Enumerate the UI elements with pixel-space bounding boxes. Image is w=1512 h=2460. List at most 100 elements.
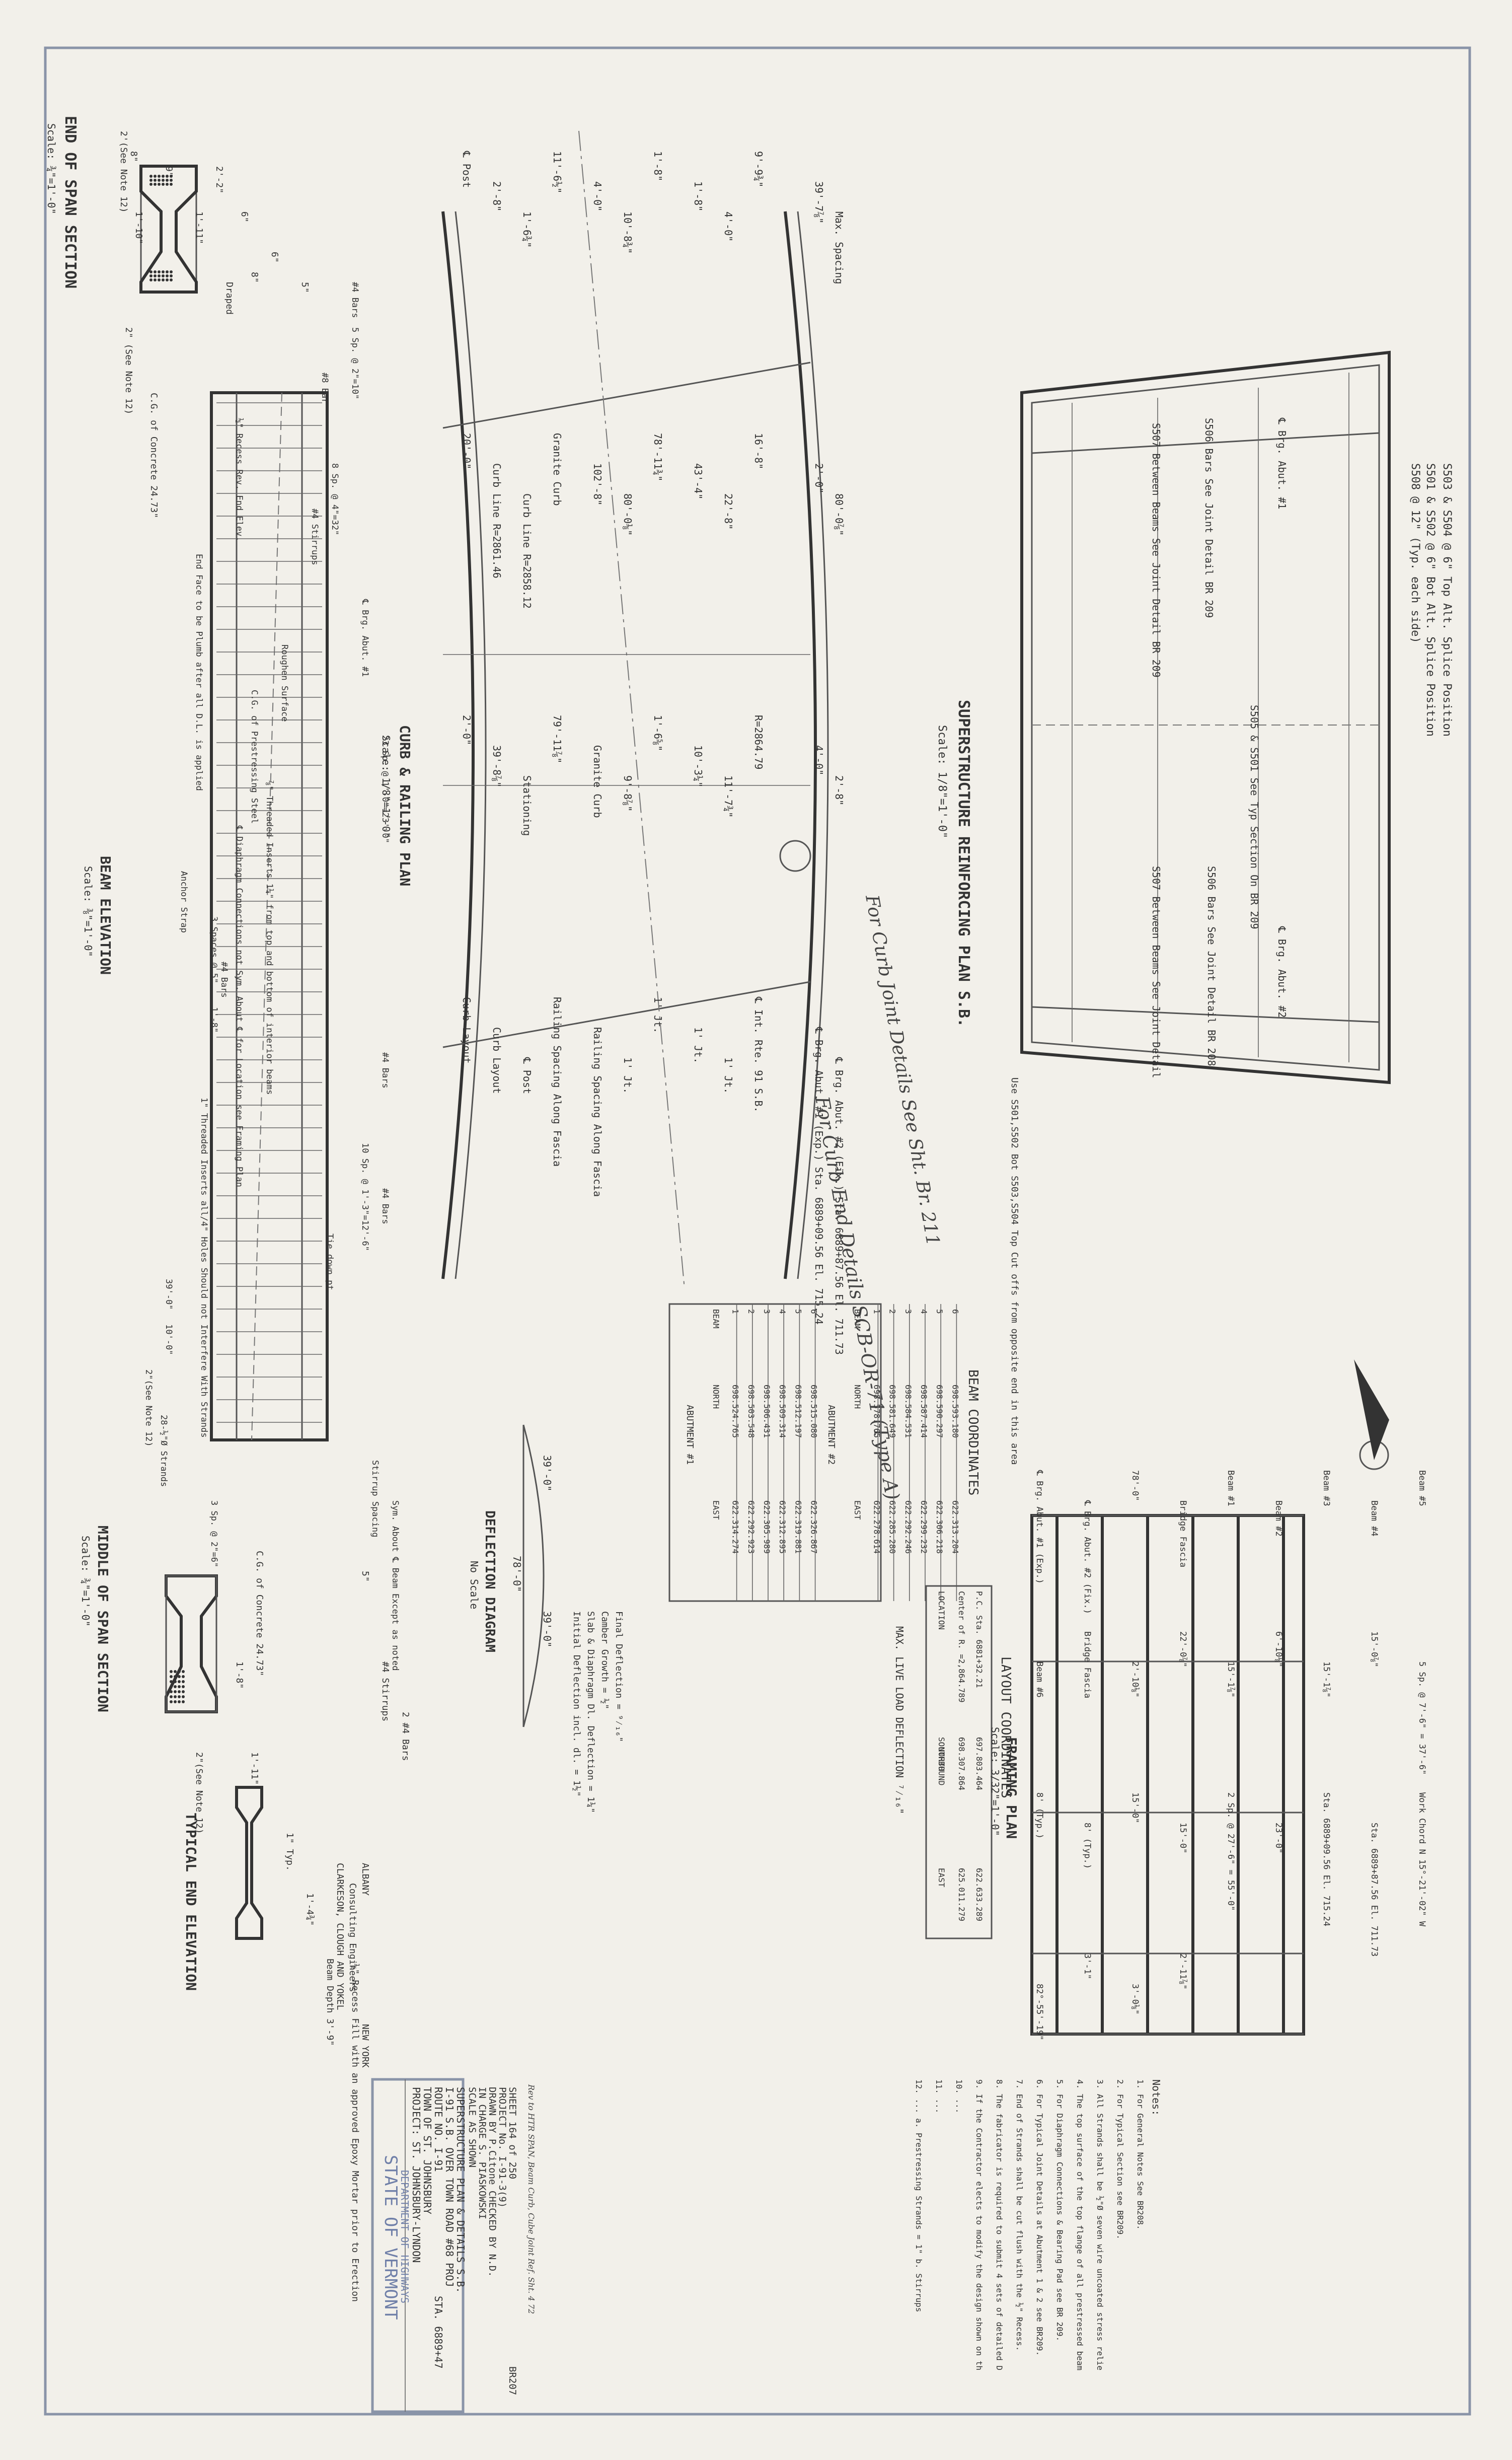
curb-dimension-label: 2'-8" [833,775,845,806]
strand-dot [149,270,153,273]
strand-dot [170,278,173,281]
curb-dimension-label: Curb Line R=2861.46 [491,463,503,578]
strand-dot [170,1680,173,1683]
curb-dimension-label: 1'-8" [692,181,704,211]
sheet-border [44,46,1471,2416]
framing-label: 2'-10⅛" [1130,1661,1140,1698]
detail-circle [779,840,811,872]
framing-label: Bridge Fascia [1178,1500,1188,1567]
north-arrow-icon [1354,1359,1389,1470]
end-section-label: 6" [269,252,280,263]
table-cell: 622.306.218 [935,1500,944,1554]
framing-label: Beam #1 [1226,1470,1236,1506]
curb-dimension-label: 9'-8⅞" [622,775,634,812]
table-cell: 622.285.280 [888,1500,897,1554]
abutment-1-line [442,361,811,429]
framing-label: Beam #6 [1034,1661,1044,1698]
note-item: 12. ... a. Prestressing Strands = 1" b. … [914,2079,924,2312]
end-section-label: 9" [164,166,174,177]
note-item: 2. For Typical Section see BR209. [1115,2079,1125,2239]
table-cell: 622.313.204 [950,1500,960,1554]
deck-outline [1020,350,1391,1084]
max-deflection-note: MAX. LIVE LOAD DEFLECTION ⁷⁄₁₆" [893,1626,905,1814]
beam-elevation-title: BEAM ELEVATION [97,856,114,975]
superstructure-plan-title: SUPERSTRUCTURE REINFORCING PLAN S.B. [955,700,972,1027]
curb-dimension-label: 2'-8" [491,181,503,211]
beam-elevation-label: #4 Bars [350,282,360,318]
curb-dimension-label: 11'-6½" [551,151,563,193]
strand-dot [174,1670,177,1673]
curb-line-left [441,211,475,1279]
curb-dimension-label: 1' Jt. [622,1057,634,1094]
centerline-route-91 [578,130,685,1289]
beam-elevation-label: 1" Threaded Inserts all/4" Holes Should … [199,1098,209,1438]
strand-dot [182,1670,185,1673]
beam-elevation-label: #4 Bars [380,1188,390,1224]
strand-dot [170,1690,173,1693]
table-cell: 622.305.989 [762,1500,772,1554]
abutment-2-label: ℄ Brg. Abut. #2 [1276,926,1288,1018]
strand-dot [162,175,165,178]
curb-dimension-label: 79'-11⅞" [551,715,563,763]
table-cell: 622.312.895 [778,1500,787,1554]
beam-elevation-label: 23 Sp. @ 1'-0"=23'-0" [380,735,390,843]
curb-dimension-labels: ℄ Post2'-8"1'-6¾"11'-6½"4'-0"10'-8¾"1'-8… [461,151,845,1355]
framing-label: 15'-0⅞" [1369,1631,1379,1668]
strand-dot [162,278,165,281]
beam-elevation-label: ℄ Brg. Abut. #1 [360,599,370,677]
curb-line-right [784,211,817,1279]
north-arrow-point [1354,1359,1389,1460]
beam-elevation-label: #4 Bars [380,1052,390,1089]
beam-section-outline [165,1575,217,1713]
strand-dot [182,1675,185,1678]
table-cell: 698.524.765 [731,1385,740,1438]
typical-end-title: TYPICAL END ELEVATION [183,1813,199,1991]
table-header: BEAM [853,1309,862,1329]
framing-label: 15'-0" [1178,1823,1188,1853]
title-desc2: SUPERSTRUCTURE PLAN & DETAILS S.B. [455,2087,467,2293]
typical-end-label: 1" Typ. [284,1833,295,1871]
strand-dot [154,175,157,178]
table-cell: 5 [793,1309,803,1314]
beam-elevation-label: C.G. of Prestressing Steel [249,690,259,824]
plan-note: S507 Between Beams See Joint Detail BR 2… [1150,423,1162,678]
table-header: NORTH [853,1385,862,1409]
plan-note: S506 Bars See Joint Detail BR 209 [1203,418,1215,618]
table-cell: 698.593.180 [950,1385,960,1438]
plan-note: S506 Bars See Joint Detail BR 208 [1205,866,1218,1066]
strand-dot [149,274,153,277]
strand-dot [158,270,161,273]
strand-dot [178,1675,181,1678]
table-header: EAST [711,1500,721,1520]
framing-plan-labels: ℄ Brg. Abut. #1 (Exp.)℄ Brg. Abut. #2 (F… [1034,1470,1427,2041]
strand-dot [158,274,161,277]
table-cell: 697.803.464 [974,1737,984,1790]
strand-dot [149,179,153,182]
engineers-city: NEW YORK [360,2024,370,2068]
title-project-no: PROJECT No. I-91-3(9) [497,2087,508,2208]
table-cell: 698.512.197 [793,1385,803,1438]
strand-dot [158,278,161,281]
strand-dot [178,1670,181,1673]
strand-dot [174,1695,177,1698]
curb-railing-plan: CURB & RAILING PLAN Scale: 1/8"=1'-0" ℄ … [380,130,943,1502]
table-cell: Center of R. =2,864.789 [957,1591,966,1703]
beam-elevation-outline [210,391,329,1441]
table-cell: 698.509.314 [778,1385,787,1438]
table-cell: 698.307.864 [957,1737,966,1790]
strand-dot [158,175,161,178]
framing-label: Beam #3 [1321,1470,1331,1506]
strand-dot [166,183,169,186]
table-group-label: ABUTMENT #1 [685,1405,695,1465]
curb-plan-title: CURB & RAILING PLAN [397,725,413,886]
curb-dimension-label: Granite Curb [551,433,563,506]
curb-dimension-label: R=2864.79 [752,715,765,769]
superstructure-reinforcing-plan: SUPERSTRUCTURE REINFORCING PLAN S.B. Sca… [936,350,1453,1465]
curb-dimension-label: 11'-7¾" [722,775,734,818]
strand-dot [174,1685,177,1688]
i-beam-shape [165,1574,218,1713]
table-cell: 622.292.246 [903,1500,913,1554]
framing-label: 15'-1⅞" [1226,1661,1236,1698]
